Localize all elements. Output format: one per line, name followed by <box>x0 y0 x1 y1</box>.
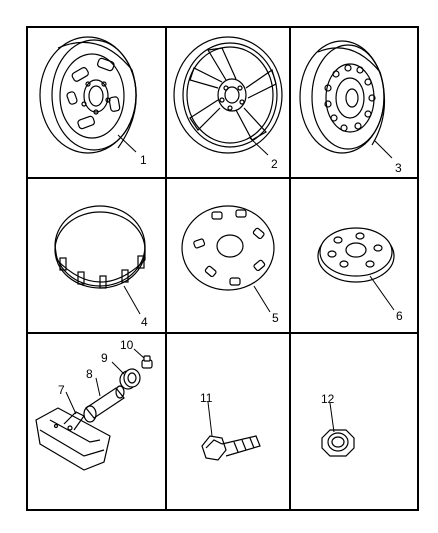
grid-frame <box>26 26 419 511</box>
callout-10: 10 <box>120 338 134 352</box>
leader-line-12 <box>329 402 335 433</box>
callout-2: 2 <box>271 157 278 171</box>
callout-5: 5 <box>272 311 279 325</box>
callout-4: 4 <box>141 315 148 329</box>
leader-line-8 <box>95 377 101 397</box>
wheel-nut-drawing <box>321 429 355 457</box>
leader-line-7 <box>65 391 77 415</box>
center-cap-ring-drawing <box>54 205 146 289</box>
callout-3: 3 <box>395 161 402 175</box>
callout-9: 9 <box>101 351 108 365</box>
valve-stem-drawing <box>83 385 125 423</box>
alloy-wheel-drawing <box>173 36 283 154</box>
callout-6: 6 <box>396 309 403 323</box>
leader-line-6 <box>369 275 395 311</box>
wheel-bolt-drawing <box>201 435 261 461</box>
leader-line-2 <box>249 137 269 156</box>
outer-border <box>26 26 419 511</box>
leader-line-5 <box>253 285 271 313</box>
tire-pressure-sensor-drawing <box>35 407 111 471</box>
leader-line-4 <box>123 285 141 315</box>
leader-line-10 <box>133 348 145 359</box>
valve-nut-drawing <box>119 368 141 390</box>
callout-7: 7 <box>58 383 65 397</box>
callout-11: 11 <box>200 391 213 405</box>
wheel-cover-drawing <box>181 205 275 291</box>
callout-1: 1 <box>140 153 147 167</box>
leader-line-1 <box>117 134 137 153</box>
callout-labels: 1 2 3 4 5 6 7 8 9 10 11 12 <box>58 153 403 406</box>
leader-line-3 <box>373 139 393 159</box>
leader-line-11 <box>207 401 213 437</box>
callout-8: 8 <box>86 367 93 381</box>
steel-wheel-drawing <box>39 36 137 154</box>
callout-12: 12 <box>321 392 335 406</box>
valve-cap-drawing <box>141 355 153 369</box>
spare-wheel-drawing <box>299 40 386 154</box>
hub-cap-drawing <box>317 227 395 283</box>
leader-line-9 <box>111 361 125 375</box>
